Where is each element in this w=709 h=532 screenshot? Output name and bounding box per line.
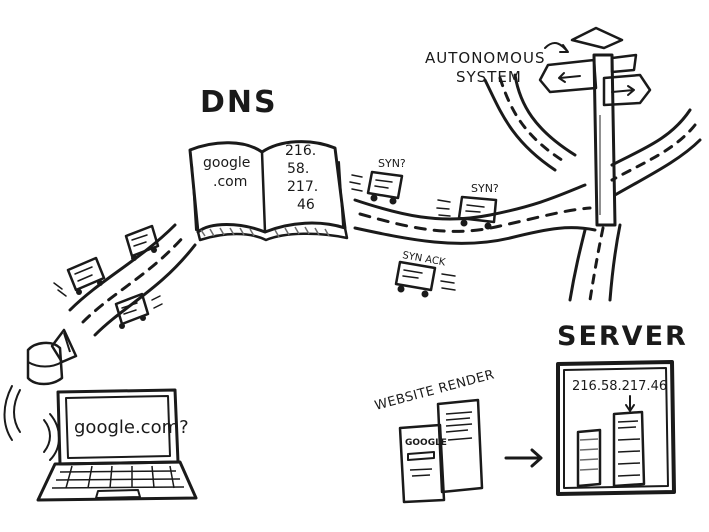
book-left-line-1: google <box>203 155 250 171</box>
book-right-line-4: 46 <box>297 197 315 213</box>
dns-book-shading <box>200 226 330 238</box>
road-dns-to-router <box>353 183 597 245</box>
dns-book: google .com 216. 58. 217. 46 <box>188 140 349 242</box>
autonomous-label-line-1: AUTONOMOUS <box>425 49 546 67</box>
laptop-screen-query: google.com? <box>74 417 189 438</box>
server-ip: 216.58.217.46 <box>572 379 667 394</box>
road-client-to-dns <box>68 223 197 337</box>
browser-logo: GOOGLE <box>405 438 447 448</box>
road-router-branches <box>483 73 702 302</box>
syn-label-2: SYN? <box>471 182 499 195</box>
website-pages: GOOGLE <box>398 398 484 504</box>
wifi-signal <box>3 385 60 461</box>
server-rack-left <box>576 428 602 488</box>
book-left-line-2: .com <box>213 174 247 190</box>
packet-synack: SYN ACK <box>394 250 456 298</box>
dns-title: DNS <box>200 85 278 120</box>
server-ip-arrow <box>625 395 635 412</box>
packet-syn-1: SYN? <box>349 157 406 205</box>
packet-to-dns-2 <box>53 256 106 297</box>
signpost <box>538 26 652 227</box>
laptop: google.com? <box>36 388 198 502</box>
server-rack-right <box>612 410 646 488</box>
syn-label-1: SYN? <box>378 157 406 170</box>
book-right-line-3: 217. <box>287 179 318 195</box>
book-right-line-1: 216. <box>285 143 316 159</box>
packet-from-dns <box>114 292 163 329</box>
packet-syn-2: SYN? <box>436 182 499 230</box>
server-box: 216.58.217.46 <box>556 360 676 496</box>
laptop-keyboard <box>51 465 185 489</box>
server-title: SERVER <box>557 321 688 352</box>
wifi-router <box>26 328 78 386</box>
render-arrow <box>504 448 543 468</box>
book-right-line-2: 58. <box>287 161 309 177</box>
autonomous-pointer-arrow <box>544 42 569 53</box>
autonomous-label-line-2: SYSTEM <box>456 68 522 86</box>
packet-to-dns-1 <box>124 224 160 261</box>
